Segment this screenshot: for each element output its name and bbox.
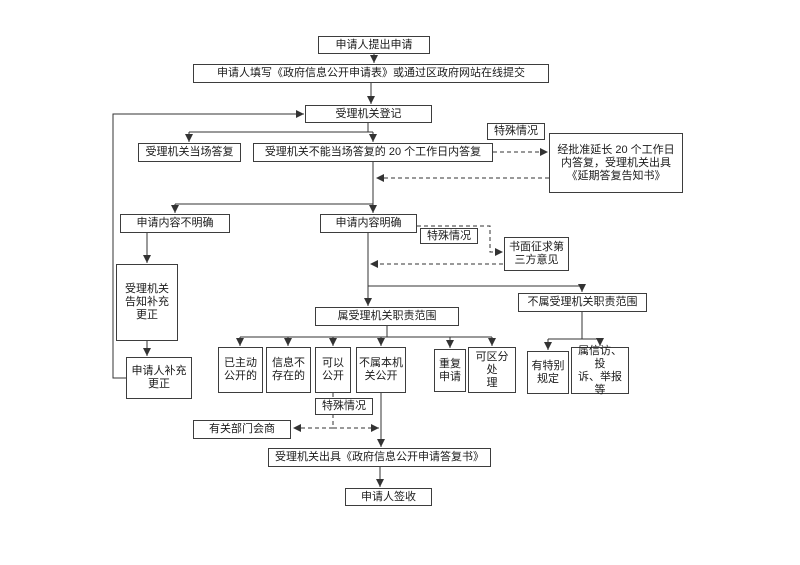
node-special-rules: 有特别 规定 (527, 351, 569, 394)
node-not-this-agency: 不属本机 关公开 (356, 347, 406, 393)
flow-lines-solid (175, 123, 600, 340)
node-dept-consult: 有关部门会商 (193, 420, 291, 439)
flow-arrows-solid (112, 54, 604, 487)
node-can-disclose: 可以 公开 (315, 347, 351, 393)
node-content-unclear: 申请内容不明确 (120, 214, 230, 233)
node-applicant-supplement: 申请人补充 更正 (126, 357, 192, 399)
node-onsite-reply: 受理机关当场答复 (138, 143, 241, 162)
node-reply-document: 受理机关出具《政府信息公开申请答复书》 (268, 448, 491, 467)
node-in-scope: 属受理机关职责范围 (315, 307, 459, 326)
node-reply-within-20-days: 受理机关不能当场答复的 20 个工作日内答复 (253, 143, 493, 162)
node-special-case-2: 特殊情况 (420, 228, 478, 244)
node-notify-supplement: 受理机关 告知补充 更正 (116, 264, 178, 341)
node-sign-receipt: 申请人签收 (345, 488, 432, 506)
node-fill-application-form: 申请人填写《政府信息公开申请表》或通过区政府网站在线提交 (193, 64, 549, 83)
node-out-of-scope: 不属受理机关职责范围 (518, 293, 647, 312)
node-third-party-opinion: 书面征求第 三方意见 (504, 237, 569, 271)
node-register: 受理机关登记 (305, 105, 432, 123)
node-petition-complaint: 属信访、投 诉、举报等 (571, 345, 629, 396)
node-separable-handling: 可区分处 理 (468, 347, 516, 393)
node-special-case-3: 特殊情况 (315, 398, 373, 415)
flow-arrows-dashed (293, 148, 549, 432)
node-submit-application: 申请人提出申请 (318, 36, 430, 54)
node-info-not-exist: 信息不 存在的 (266, 347, 311, 393)
node-already-public: 已主动 公开的 (218, 347, 263, 393)
node-extension-notice: 经批准延长 20 个工作日 内答复，受理机关出具 《延期答复告知书》 (549, 133, 683, 193)
node-special-case-1: 特殊情况 (487, 123, 545, 140)
node-repeated-request: 重复 申请 (434, 349, 466, 392)
node-content-clear: 申请内容明确 (320, 214, 417, 233)
